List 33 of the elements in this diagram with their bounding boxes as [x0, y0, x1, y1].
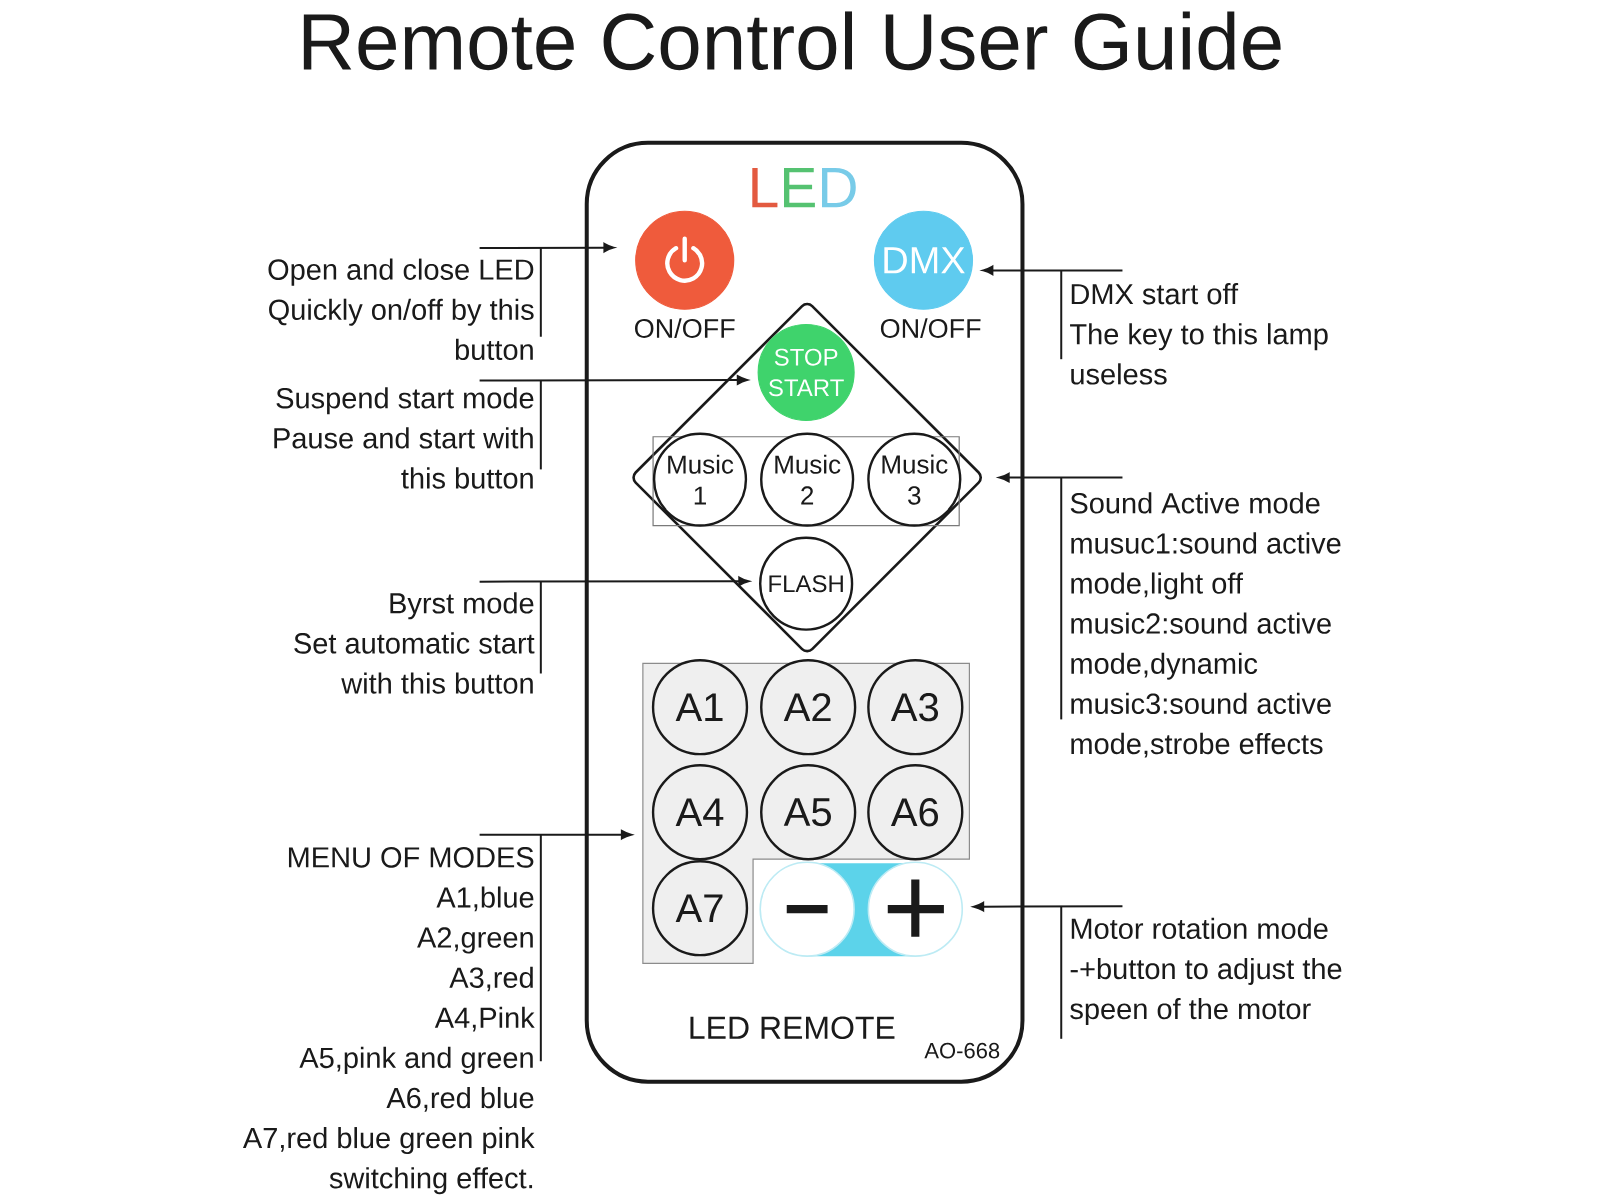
remote-label: LED REMOTE	[690, 1016, 895, 1040]
button-caption: ON/OFF	[880, 318, 981, 338]
arrow	[973, 901, 1124, 912]
round-button: Music 1	[652, 432, 748, 527]
model-number: AO-668	[924, 1042, 1000, 1059]
round-button: Music 2	[760, 432, 855, 527]
title: Remote Control User Guide	[303, 11, 1281, 71]
callout-text: MENU OF MODES A1,blue A2,green A3,red A4,Pink A5,pink and green A6,red blue A7,red blue green pink switching effect.	[242, 847, 535, 1195]
round-button: A5	[760, 764, 857, 861]
round-button: A7	[651, 860, 749, 957]
remote-heading: LED	[752, 167, 856, 208]
callout-text: Suspend start mode Pause and start with this button	[274, 387, 534, 489]
arrow	[478, 242, 615, 253]
arrow	[478, 576, 750, 587]
round-button: DMX	[873, 210, 974, 310]
round-button: A6	[867, 764, 964, 861]
arrow	[478, 829, 632, 840]
callout-text: Motor rotation mode -+button to adjust the speen of the motor	[1070, 917, 1342, 1025]
round-button: STOP START	[757, 323, 855, 422]
callout-text: DMX start off The key to this lamp useless	[1070, 283, 1328, 385]
arrow	[982, 265, 1124, 276]
round-button: FLASH	[759, 536, 854, 631]
round-button: A4	[651, 764, 749, 861]
button-caption: ON/OFF	[635, 318, 735, 338]
arrow	[478, 375, 748, 385]
arrow	[998, 472, 1124, 483]
callout-text: Sound Active mode musuc1:sound active mode,light off music2:sound active mode,dynamic music3:sound active mode,strobe effects	[1070, 492, 1341, 758]
callout-text: Open and close LED Quickly on/off by this button	[268, 258, 534, 361]
round-button: A3	[867, 659, 964, 756]
callout-text: Byrst mode Set automatic start with this button	[294, 592, 535, 694]
round-button: A2	[760, 659, 857, 756]
round-button: Music 3	[867, 432, 962, 527]
round-button: A1	[651, 659, 749, 756]
